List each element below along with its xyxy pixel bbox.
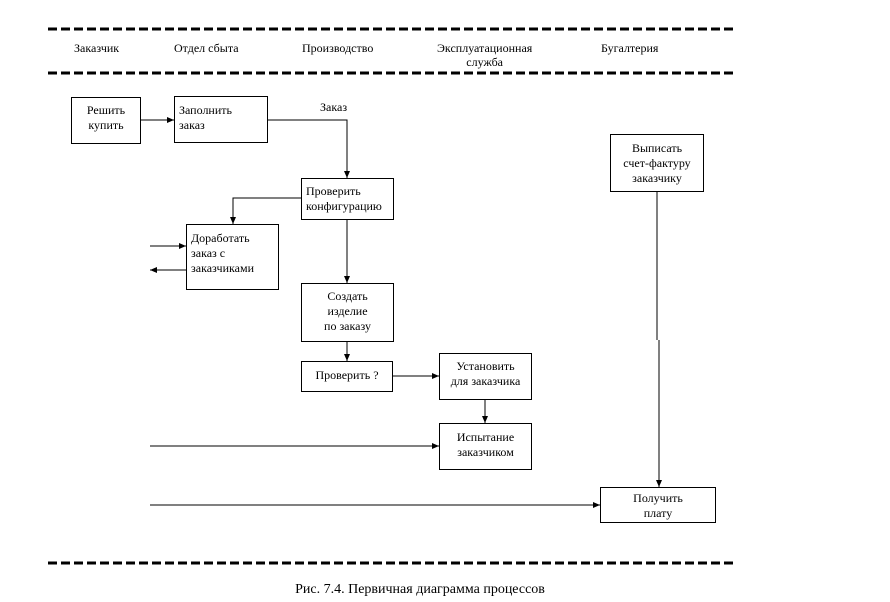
box-invoice: Выписать счет-фактуру заказчику xyxy=(610,134,704,192)
box-customer-test-text: Испытание заказчиком xyxy=(456,430,515,459)
lane-customer: Заказчик xyxy=(74,41,120,55)
box-fill-order-text: Заполнить заказ xyxy=(179,103,232,132)
box-decide-buy: Решить купить xyxy=(71,97,141,144)
box-install-text: Установить для заказчика xyxy=(450,359,521,388)
box-rework-order-text: Доработать заказ с заказчиками xyxy=(191,231,254,275)
order-label: Заказ xyxy=(320,100,348,114)
lane-sales: Отдел сбыта xyxy=(174,41,239,55)
lane-accounting: Бугалтерия xyxy=(601,41,659,55)
box-invoice-text: Выписать счет-фактуру заказчику xyxy=(623,141,691,185)
box-decide-buy-text: Решить купить xyxy=(86,103,126,132)
box-check-config-text: Проверить конфигурацию xyxy=(306,184,382,213)
box-create-product: Создать изделие по заказу xyxy=(301,283,394,342)
box-check-text: Проверить ? xyxy=(315,368,379,382)
box-fill-order: Заполнить заказ xyxy=(174,96,268,143)
arrow-check-config-to-rework xyxy=(230,197,301,224)
arrow-fill-to-check-config xyxy=(267,119,350,178)
box-check: Проверить ? xyxy=(301,361,393,392)
box-rework-order: Доработать заказ с заказчиками xyxy=(186,224,279,290)
box-receive-payment-text: Получить плату xyxy=(633,491,683,520)
figure-caption: Рис. 7.4. Первичная диаграмма процессов xyxy=(295,582,545,597)
box-install: Установить для заказчика xyxy=(439,353,532,400)
box-check-config: Проверить конфигурацию xyxy=(301,178,394,220)
lane-maintenance: Эксплуатационная служба xyxy=(437,41,533,69)
box-receive-payment: Получить плату xyxy=(600,487,716,523)
box-create-product-text: Создать изделие по заказу xyxy=(324,289,371,333)
box-customer-test: Испытание заказчиком xyxy=(439,423,532,470)
lane-production: Производство xyxy=(302,41,374,55)
